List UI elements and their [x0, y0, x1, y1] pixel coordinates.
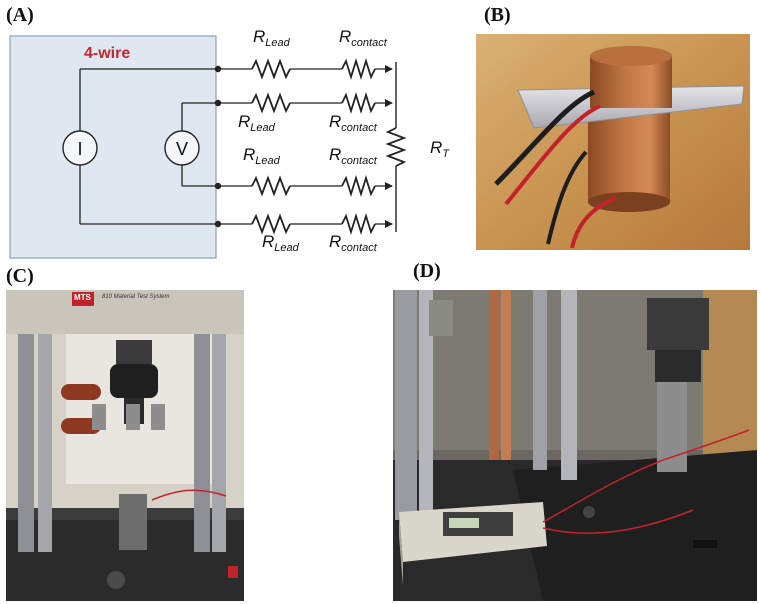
panel-b-label: (B) — [484, 4, 511, 26]
mts-system-name: 810 Material Test System — [102, 294, 170, 300]
r-contact-label-4: Rcontact — [329, 232, 378, 254]
mts-brand-badge: MTS — [74, 293, 91, 302]
copper-sample-photo — [476, 34, 750, 250]
sample-resistor — [385, 62, 407, 232]
four-wire-circuit-diagram: 4-wire I V — [9, 27, 450, 259]
current-source-symbol — [62, 130, 98, 166]
test-setup-photo — [393, 290, 757, 601]
mts-machine-photo: MTS 810 Material Test System — [6, 290, 244, 601]
r-lead-label-4: RLead — [262, 232, 300, 254]
lead-wire-4 — [218, 212, 393, 236]
lead-wire-1 — [218, 57, 393, 81]
r-lead-label-2: RLead — [238, 112, 276, 134]
lead-wire-3 — [218, 174, 393, 198]
lead-wire-2 — [218, 91, 393, 115]
r-lead-label-1: RLead — [253, 27, 291, 49]
panel-d-label: (D) — [413, 260, 441, 282]
r-contact-label-1: Rcontact — [339, 27, 388, 49]
voltmeter-symbol — [164, 130, 200, 166]
r-lead-label-3: RLead — [243, 145, 281, 167]
r-contact-label-2: Rcontact — [329, 112, 378, 134]
current-source-label: I — [77, 139, 82, 159]
voltmeter-label: V — [176, 139, 188, 159]
panel-a-label: (A) — [6, 4, 34, 26]
r-contact-label-3: Rcontact — [329, 145, 378, 167]
config-label: 4-wire — [84, 45, 130, 62]
r-t-label: RT — [430, 138, 450, 160]
panel-c-label: (C) — [6, 265, 34, 287]
